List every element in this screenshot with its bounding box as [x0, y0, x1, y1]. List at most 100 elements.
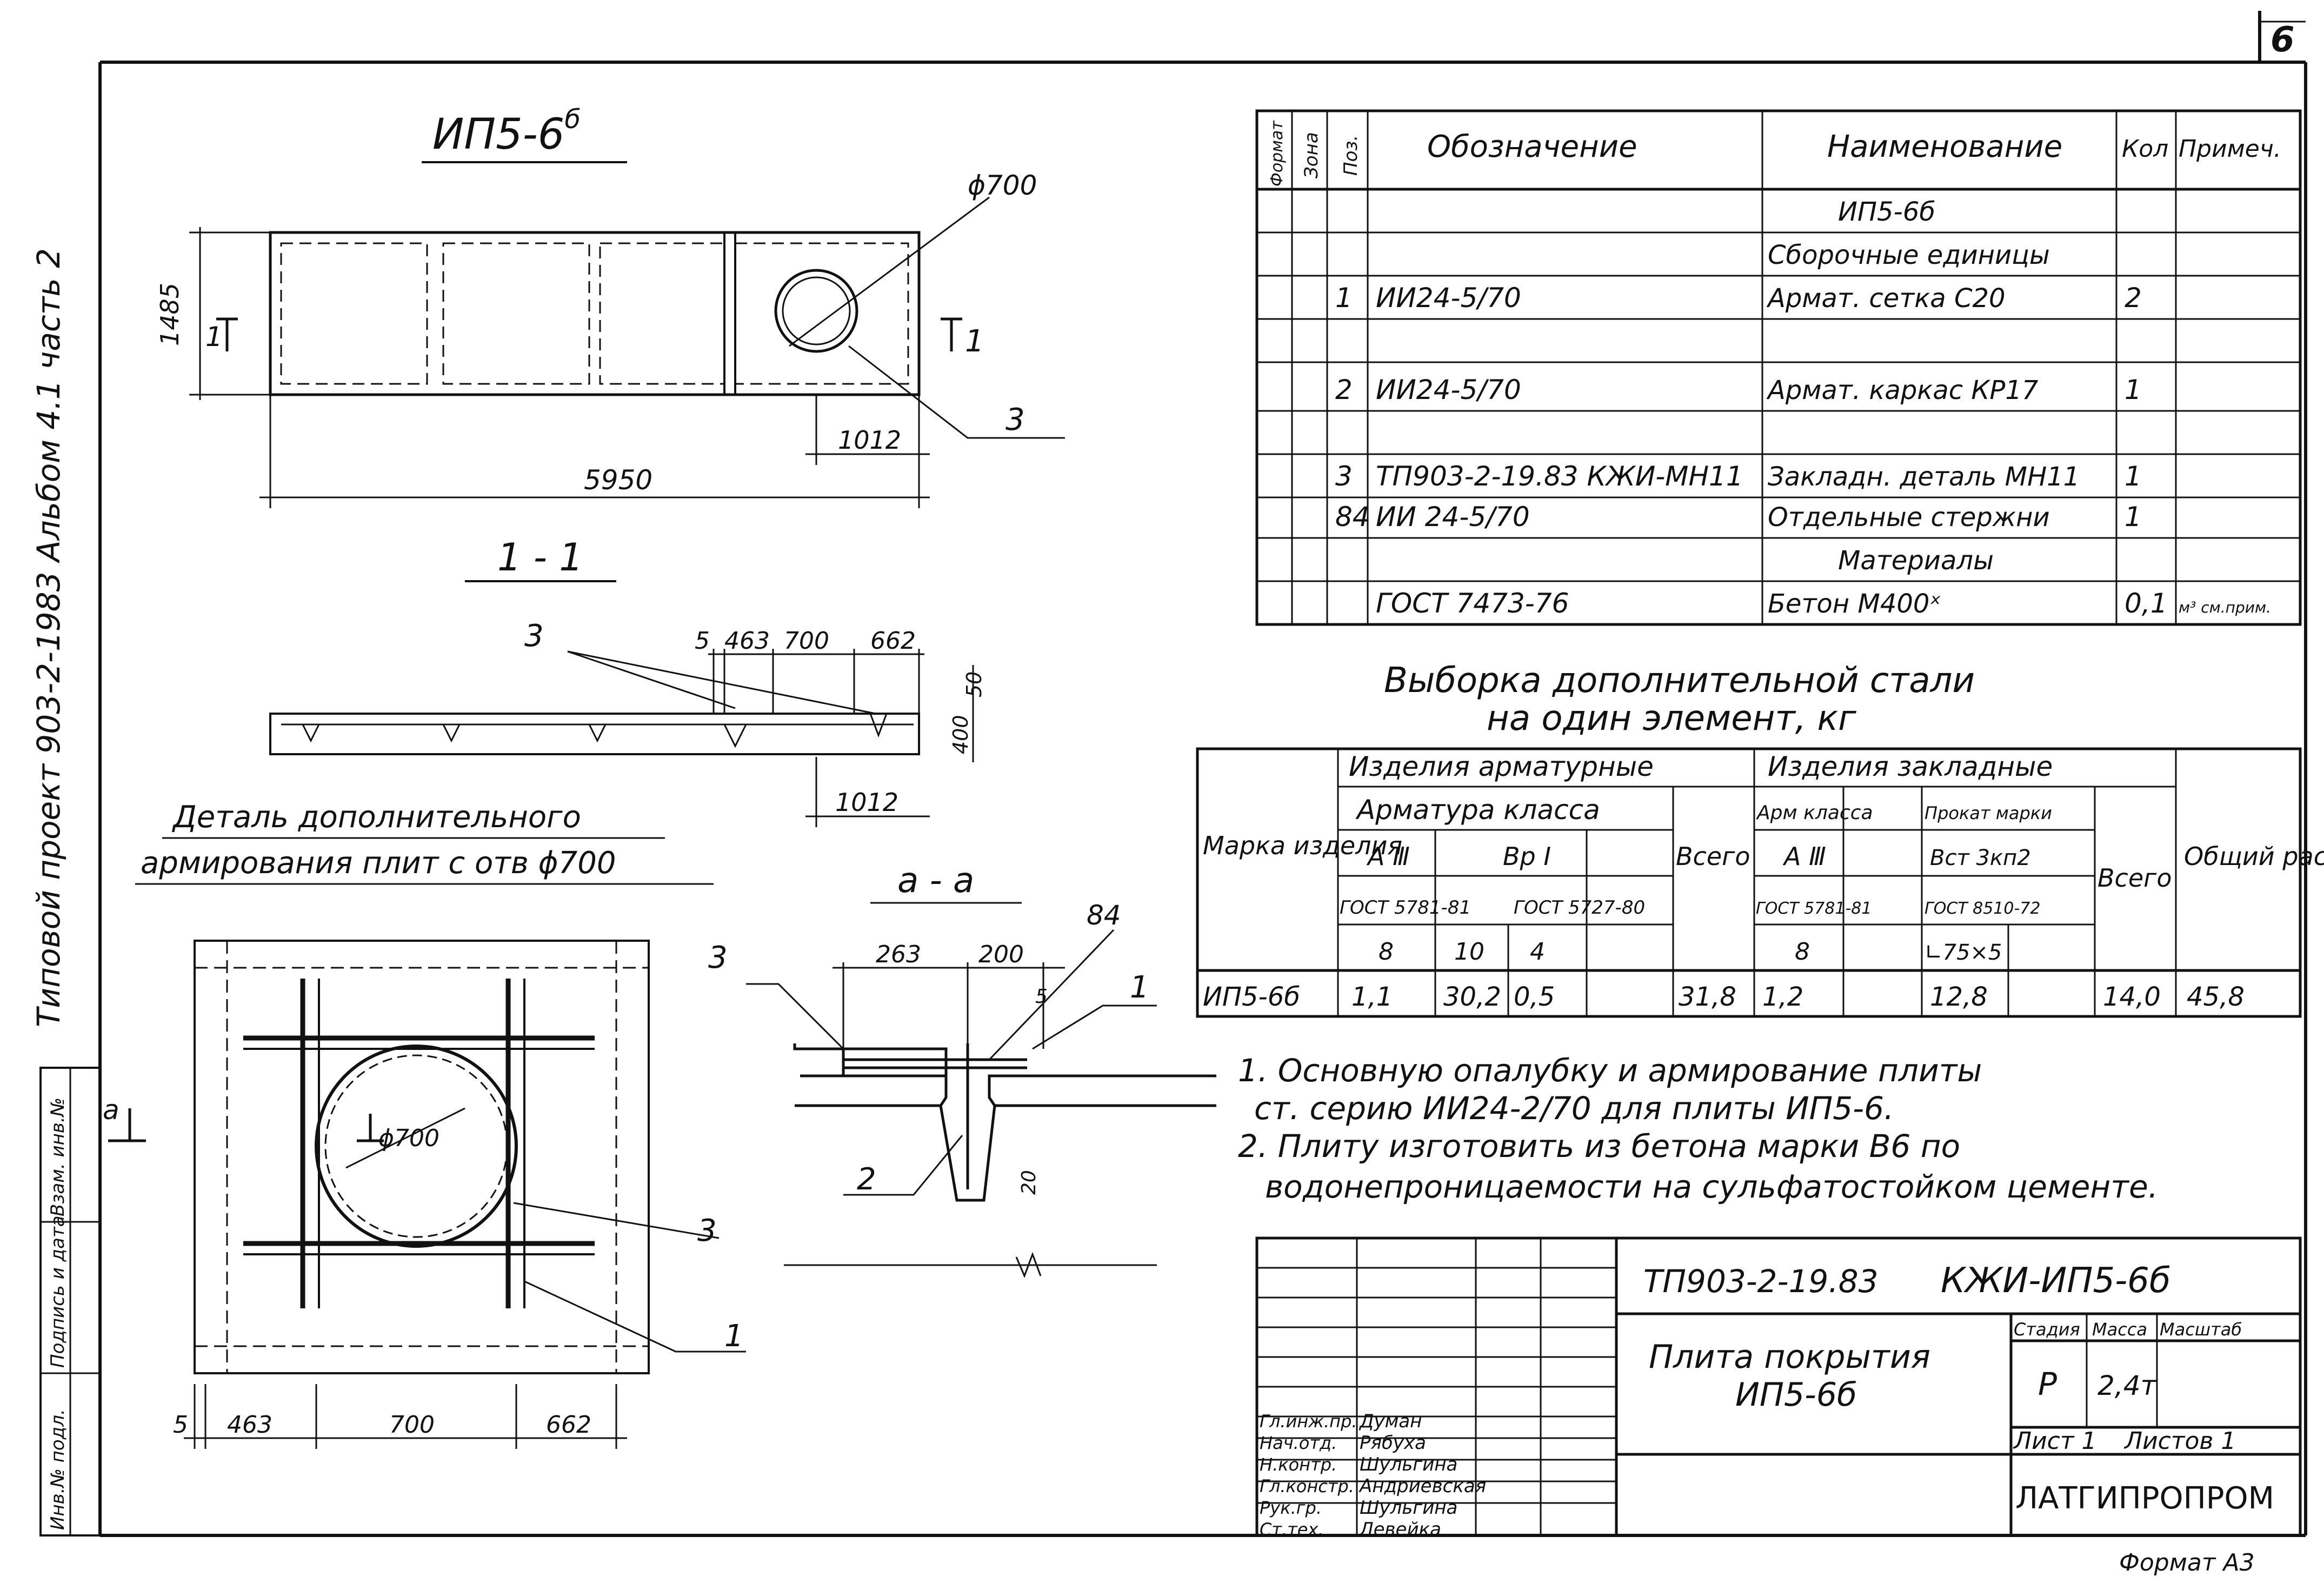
- page-number: 6: [2270, 20, 2295, 60]
- steel-group1: Изделия арматурные: [1349, 751, 1654, 782]
- spec-h-designation: Обозначение: [1427, 129, 1637, 164]
- tb-doc: КЖИ-ИП5-6б: [1941, 1261, 2170, 1301]
- tb-stage-label: Стадия: [2014, 1319, 2080, 1340]
- steel-row-sum1: 31,8: [1679, 982, 1736, 1012]
- plan-hole: [774, 269, 858, 353]
- tb-stage: Р: [2038, 1366, 2057, 1402]
- spec-h-qty: Кол: [2122, 135, 2168, 163]
- spec-h-name: Наименование: [1827, 129, 2062, 164]
- section-a-a-title: а - а: [897, 861, 974, 901]
- saa-dim-200: 200: [978, 941, 1024, 968]
- spec-cell-pos: 84: [1335, 501, 1370, 533]
- tb-person: Думан: [1359, 1411, 1422, 1432]
- spec-cell-pos: 1: [1335, 282, 1353, 314]
- detail-section-mark: а: [103, 1094, 119, 1126]
- section-mark-left: 1: [205, 317, 238, 352]
- spec-cell-name: ИП5-6б: [1838, 197, 1935, 227]
- saa-callout-1: 1: [1130, 970, 1149, 1005]
- spec-cell-name: Армат. сетка С20: [1766, 283, 2006, 314]
- spec-cell-designation: ИИ24-5/70: [1376, 282, 1521, 314]
- plan-title: ИП5-6б: [432, 104, 581, 159]
- tb-org: ЛАТГИПРОПРОМ: [2015, 1481, 2274, 1516]
- steel-diam-5: ∟75×5: [1925, 940, 2002, 965]
- steel-row-sum2: 14,0: [2103, 982, 2161, 1012]
- tb-person: Андриевская: [1359, 1475, 1486, 1497]
- tb-role: Гл.инж.пр.: [1260, 1411, 1357, 1432]
- spec-cell-designation: ТП903-2-19.83 КЖИ-МН11: [1376, 461, 1743, 492]
- steel-row-v5: 12,8: [1930, 982, 1988, 1012]
- saa-callout-84: 84: [1087, 900, 1121, 931]
- steel-g2-gost-a: ГОСТ 5781-81: [1756, 899, 1872, 918]
- detail-title-1: Деталь дополнительного: [171, 800, 581, 835]
- steel-title-2: на один элемент, кг: [1487, 699, 1856, 739]
- spec-cell-qty: 1: [2125, 374, 2142, 405]
- spec-cell-qty: 1: [2125, 461, 2142, 492]
- spec-cell-designation: ИИ 24-5/70: [1376, 501, 1530, 533]
- detail-dim-5: 5: [173, 1411, 188, 1439]
- detail-callout-1: 1: [724, 1319, 744, 1354]
- steel-total1: Всего: [1676, 842, 1750, 871]
- s11-height-top: 50: [962, 671, 986, 697]
- steel-diam-3: 4: [1530, 938, 1545, 966]
- spec-cell-name: Материалы: [1838, 546, 1994, 576]
- spec-cell-name: Армат. каркас КР17: [1766, 375, 2039, 405]
- steel-class-a: А Ⅲ: [1366, 842, 1410, 871]
- title-block-people: Гл.инж.пр.ДуманНач.отд.РябухаН.контр.Шул…: [1260, 1411, 1486, 1540]
- tb-mass: 2,4т: [2097, 1370, 2157, 1401]
- detail-hole-label: ϕ700: [378, 1125, 440, 1152]
- s11-bottom-dim: 1012: [835, 788, 898, 817]
- steel-group2: Изделия закладные: [1768, 751, 2053, 782]
- s11-dim-5: 5: [695, 627, 710, 655]
- steel-g2-rolled: Прокат марки: [1925, 803, 2052, 823]
- detail-view: Деталь дополнительного армирования плит …: [103, 800, 746, 1449]
- tb-mass-label: Масса: [2092, 1319, 2147, 1340]
- note-line-1: 1. Основную опалубку и армирование плиты: [1238, 1052, 1982, 1089]
- stamp-sign: Подпись и дата: [47, 1215, 69, 1368]
- side-caption: Типовой проект 903-2-1983 Альбом 4.1 час…: [30, 248, 67, 1027]
- spec-h-note: Примеч.: [2179, 135, 2281, 163]
- spec-cell-name: Бетон М400ˣ: [1768, 589, 1941, 619]
- tb-sheets: Листов 1: [2123, 1427, 2236, 1455]
- steel-g2-a: А Ⅲ: [1782, 842, 1826, 871]
- steel-grand: Общий расход: [2184, 842, 2324, 871]
- spec-cell-qty: 0,1: [2125, 588, 2168, 619]
- saa-dim-5: 5: [1035, 986, 1048, 1008]
- stamp-inv: Инв.№ подл.: [47, 1409, 69, 1530]
- plan-hole-offset: 1012: [838, 425, 901, 455]
- plan-length: 5950: [584, 464, 652, 496]
- steel-diam-4: 8: [1795, 938, 1810, 966]
- spec-h-format: Формат: [1268, 120, 1287, 187]
- spec-cell-qty: 1: [2125, 501, 2142, 533]
- steel-gost-a: ГОСТ 5781-81: [1340, 897, 1471, 919]
- tb-name-2: ИП5-6б: [1735, 1376, 1857, 1414]
- detail-dim-463: 463: [227, 1411, 272, 1439]
- tb-role: Н.контр.: [1260, 1454, 1337, 1475]
- detail-callout-3: 3: [697, 1213, 717, 1248]
- tb-sheet: Лист 1: [2013, 1427, 2096, 1455]
- section-1-1: 1 - 1 3 5 463 700 662 50 400 1012: [269, 535, 986, 827]
- s11-dim-700: 700: [784, 627, 829, 655]
- tb-role: Рук.гр.: [1260, 1498, 1322, 1518]
- plan-width: 1485: [155, 283, 184, 346]
- steel-g2-gost-b: ГОСТ 8510-72: [1925, 899, 2040, 918]
- svg-text:1: 1: [205, 321, 223, 352]
- tb-person: Левейка: [1359, 1519, 1441, 1540]
- steel-g2-arm: Арм класса: [1756, 802, 1873, 824]
- tb-person: Шульгина: [1360, 1454, 1457, 1475]
- svg-text:1: 1: [965, 324, 984, 359]
- spec-cell-pos: 3: [1335, 461, 1353, 492]
- tb-name-1: Плита покрытия: [1649, 1338, 1930, 1376]
- spec-h-pos: Поз.: [1340, 135, 1362, 176]
- tb-format: Формат А3: [2119, 1549, 2255, 1577]
- steel-diam-2: 10: [1454, 938, 1484, 966]
- spec-cell-name: Закладн. деталь МН11: [1768, 462, 2080, 492]
- detail-dim-662: 662: [546, 1411, 591, 1439]
- spec-cell-designation: ИИ24-5/70: [1376, 374, 1521, 405]
- plan-view: ИП5-6б ϕ700 3 1485 1: [155, 104, 1065, 508]
- plan-callout-3: 3: [1005, 402, 1025, 437]
- spec-cell-note: м³ см.прим.: [2179, 598, 2271, 616]
- steel-row-v4: 1,2: [1762, 982, 1803, 1012]
- steel-g2-steel: Вст 3кп2: [1930, 846, 2031, 870]
